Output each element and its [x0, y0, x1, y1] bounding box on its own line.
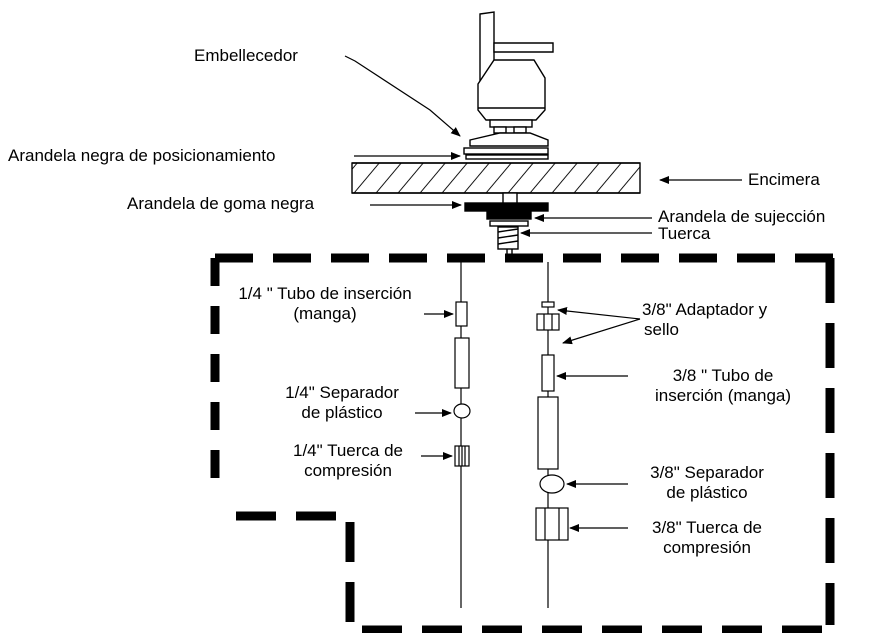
label-separador-three-eighths-line1: 3/8" Separador — [650, 463, 764, 482]
supply-line-quarter-inch — [453, 262, 471, 608]
label-tubo-three-eighths-line2: inserción (manga) — [654, 386, 792, 405]
label-adaptador-line2: sello — [644, 320, 679, 339]
label-tuerca-three-eighths: 3/8" Tuerca de compresión — [632, 518, 782, 558]
label-tubo-quarter-line1: 1/4 " Tubo de inserción — [238, 284, 412, 303]
label-tubo-quarter-line2: (manga) — [293, 304, 357, 323]
label-adaptador-line1: 3/8" Adaptador y — [642, 300, 768, 319]
label-arandela-posicionamiento: Arandela negra de posicionamiento — [8, 146, 276, 165]
dashed-boundary — [210, 253, 835, 633]
label-adaptador-three-eighths: 3/8" Adaptador y sello — [642, 300, 767, 340]
supply-line-three-eighths-inch — [535, 262, 569, 608]
escutcheon-plate — [463, 132, 549, 160]
label-tubo-three-eighths: 3/8 " Tubo de inserción (manga) — [632, 366, 814, 406]
label-tuerca-three-eighths-line2: compresión — [663, 538, 751, 557]
label-separador-quarter-line2: de plástico — [301, 403, 383, 422]
leader-lines — [344, 55, 742, 532]
countertop — [351, 162, 641, 194]
label-separador-three-eighths: 3/8" Separador de plástico — [632, 463, 782, 503]
label-tuerca-quarter-line1: 1/4" Tuerca de — [293, 441, 403, 460]
label-tuerca-quarter-line2: compresión — [304, 461, 392, 480]
label-tuerca-quarter-inch: 1/4" Tuerca de compresión — [274, 441, 422, 481]
label-tuerca: Tuerca — [658, 224, 711, 243]
label-separador-quarter-inch: 1/4" Separador de plástico — [268, 383, 416, 423]
label-separador-quarter-line1: 1/4" Separador — [285, 383, 399, 402]
label-tuerca-three-eighths-line1: 3/8" Tuerca de — [652, 518, 762, 537]
label-separador-three-eighths-line2: de plástico — [666, 483, 748, 502]
shank-assembly — [464, 192, 549, 258]
label-arandela-goma: Arandela de goma negra — [127, 194, 315, 213]
label-tubo-quarter-inch: 1/4 " Tubo de inserción (manga) — [225, 284, 425, 324]
faucet-icon — [477, 11, 554, 134]
label-encimera: Encimera — [748, 170, 820, 189]
label-tubo-three-eighths-line1: 3/8 " Tubo de — [672, 366, 774, 385]
label-embellecedor: Embellecedor — [194, 46, 298, 65]
label-arandela-sujeccion: Arandela de sujección — [658, 207, 826, 226]
